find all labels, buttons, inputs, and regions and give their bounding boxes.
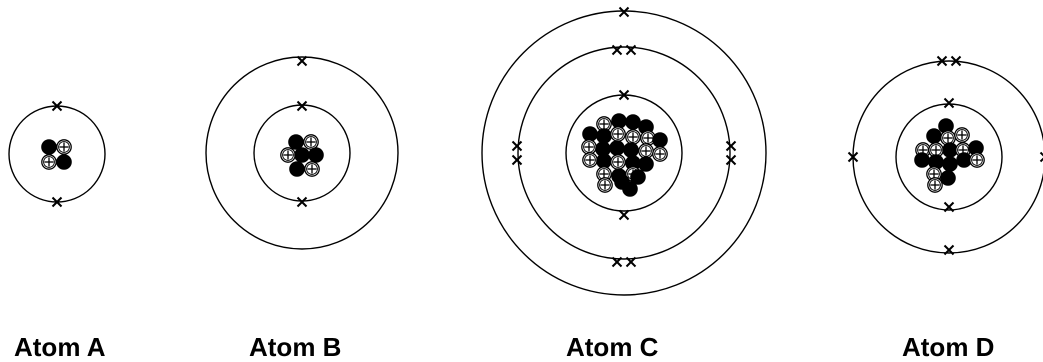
proton: [280, 147, 296, 163]
electron-cross: [725, 140, 737, 152]
electron-shell: [205, 56, 399, 250]
proton: [41, 154, 57, 170]
electron-cross: [296, 100, 308, 112]
electron-cross: [618, 6, 630, 18]
proton: [304, 161, 320, 177]
electron-cross: [51, 100, 63, 112]
proton: [954, 127, 970, 143]
electron-cross: [611, 256, 623, 268]
electron-cross: [625, 256, 637, 268]
neutron: [308, 147, 324, 163]
electron-shell: [517, 46, 731, 260]
neutron: [41, 139, 57, 155]
neutron: [56, 154, 72, 170]
electron-cross: [511, 140, 523, 152]
electron-shell: [8, 105, 106, 203]
proton: [610, 126, 626, 142]
neutron: [288, 134, 304, 150]
proton: [927, 177, 943, 193]
atom-b-label: Atom B: [249, 332, 342, 362]
electron-cross: [950, 55, 962, 67]
atom-d-label: Atom D: [902, 332, 995, 362]
neutron: [942, 142, 958, 158]
neutron: [940, 170, 956, 186]
neutron: [294, 147, 310, 163]
proton: [582, 152, 598, 168]
atom-c: [481, 6, 767, 296]
proton: [969, 152, 985, 168]
electron-cross: [51, 196, 63, 208]
electron-cross: [943, 97, 955, 109]
atom-d: [847, 55, 1043, 256]
neutron: [596, 128, 612, 144]
electron-cross: [618, 209, 630, 221]
electron-cross: [625, 44, 637, 56]
electron-cross: [611, 44, 623, 56]
electron-cross: [943, 201, 955, 213]
neutron: [942, 156, 958, 172]
proton: [581, 139, 597, 155]
neutron: [289, 161, 305, 177]
electron-cross: [1039, 151, 1043, 163]
proton: [638, 143, 654, 159]
neutron: [652, 132, 668, 148]
proton: [940, 130, 956, 146]
proton: [652, 146, 668, 162]
neutron: [638, 156, 654, 172]
neutron: [582, 126, 598, 142]
neutron: [623, 142, 639, 158]
neutron: [630, 169, 646, 185]
electron-cross: [296, 196, 308, 208]
atom-a-label: Atom A: [14, 332, 106, 362]
neutron: [926, 128, 942, 144]
electron-cross: [618, 89, 630, 101]
atom-b: [205, 55, 399, 250]
neutron: [622, 181, 638, 197]
electron-cross: [511, 154, 523, 166]
neutron: [609, 140, 625, 156]
electron-cross: [943, 244, 955, 256]
atom-c-label: Atom C: [566, 332, 659, 362]
proton: [303, 134, 319, 150]
atom-a: [8, 100, 106, 208]
proton: [610, 154, 626, 170]
proton: [625, 129, 641, 145]
electron-cross: [936, 55, 948, 67]
electron-cross: [296, 55, 308, 67]
neutron: [956, 152, 972, 168]
proton: [597, 177, 613, 193]
neutron: [596, 153, 612, 169]
proton: [56, 139, 72, 155]
neutron: [914, 152, 930, 168]
electron-cross: [847, 151, 859, 163]
neutron: [625, 114, 641, 130]
electron-cross: [725, 154, 737, 166]
neutron: [611, 113, 627, 129]
